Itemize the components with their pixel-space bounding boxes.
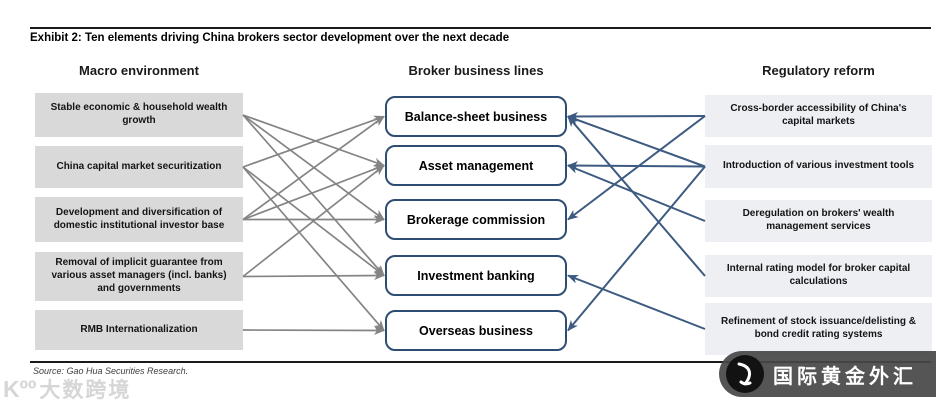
source-note: Source: Gao Hua Securities Research.	[33, 366, 189, 376]
arrow-macro-3-to-business-1	[242, 115, 385, 221]
arrow-regulatory-2-to-business-1	[567, 115, 706, 168]
exhibit-title: Exhibit 2: Ten elements driving China br…	[30, 32, 510, 44]
brand-overlay-text: 国际黄金外汇	[773, 365, 917, 388]
brand-logo-glyph-icon	[737, 362, 752, 386]
arrow-macro-3-to-business-2	[242, 164, 385, 221]
business-box-1: Balance-sheet business	[385, 96, 567, 137]
arrow-macro-2-to-business-1	[242, 115, 385, 168]
footer-rule	[30, 361, 931, 363]
arrow-regulatory-1-to-business-3	[567, 115, 706, 221]
arrow-macro-1-to-business-2	[242, 114, 385, 167]
column-header-regulatory: Regulatory reform	[762, 63, 875, 78]
macro-box-1: Stable economic & household wealth growt…	[35, 93, 243, 137]
watermark-left-text: 大数跨境	[39, 379, 132, 402]
brand-overlay-bar: 国际黄金外汇	[719, 351, 936, 397]
business-box-3: Brokerage commission	[385, 199, 567, 240]
top-rule	[30, 27, 931, 29]
macro-box-4: Removal of implicit guarantee from vario…	[35, 252, 243, 301]
arrow-macro-4-to-business-4	[242, 271, 385, 281]
arrow-regulatory-5-to-business-4	[567, 274, 706, 330]
regulatory-box-3: Deregulation on brokers' wealth manageme…	[705, 200, 932, 242]
arrow-regulatory-2-to-business-2	[567, 161, 706, 171]
regulatory-box-2: Introduction of various investment tools	[705, 145, 932, 188]
arrow-regulatory-2-to-business-5	[567, 165, 706, 332]
regulatory-box-1: Cross-border accessibility of China's ca…	[705, 95, 932, 137]
arrow-macro-2-to-business-5	[242, 166, 385, 332]
brand-logo-icon	[726, 355, 764, 393]
business-box-5: Overseas business	[385, 310, 567, 351]
arrow-regulatory-4-to-business-1	[567, 115, 706, 277]
arrow-macro-4-to-business-2	[242, 164, 385, 278]
regulatory-box-4: Internal rating model for broker capital…	[705, 255, 932, 297]
macro-box-3: Development and diversification of domes…	[35, 197, 243, 242]
macro-box-2: China capital market securitization	[35, 146, 243, 188]
arrow-regulatory-1-to-business-1	[567, 111, 706, 121]
macro-box-5: RMB Internationalization	[35, 310, 243, 350]
watermark-left-logo-icon: Kºº	[3, 376, 37, 402]
arrow-macro-5-to-business-5	[242, 325, 385, 335]
column-header-macro: Macro environment	[79, 63, 199, 78]
arrow-regulatory-3-to-business-2	[567, 164, 706, 222]
business-box-2: Asset management	[385, 145, 567, 186]
arrow-macro-2-to-business-4	[242, 166, 385, 277]
business-box-4: Investment banking	[385, 255, 567, 296]
arrow-macro-1-to-business-3	[242, 114, 385, 221]
regulatory-box-5: Refinement of stock issuance/delisting &…	[705, 303, 932, 355]
column-header-business: Broker business lines	[408, 63, 544, 78]
arrow-macro-1-to-business-4	[242, 114, 385, 277]
